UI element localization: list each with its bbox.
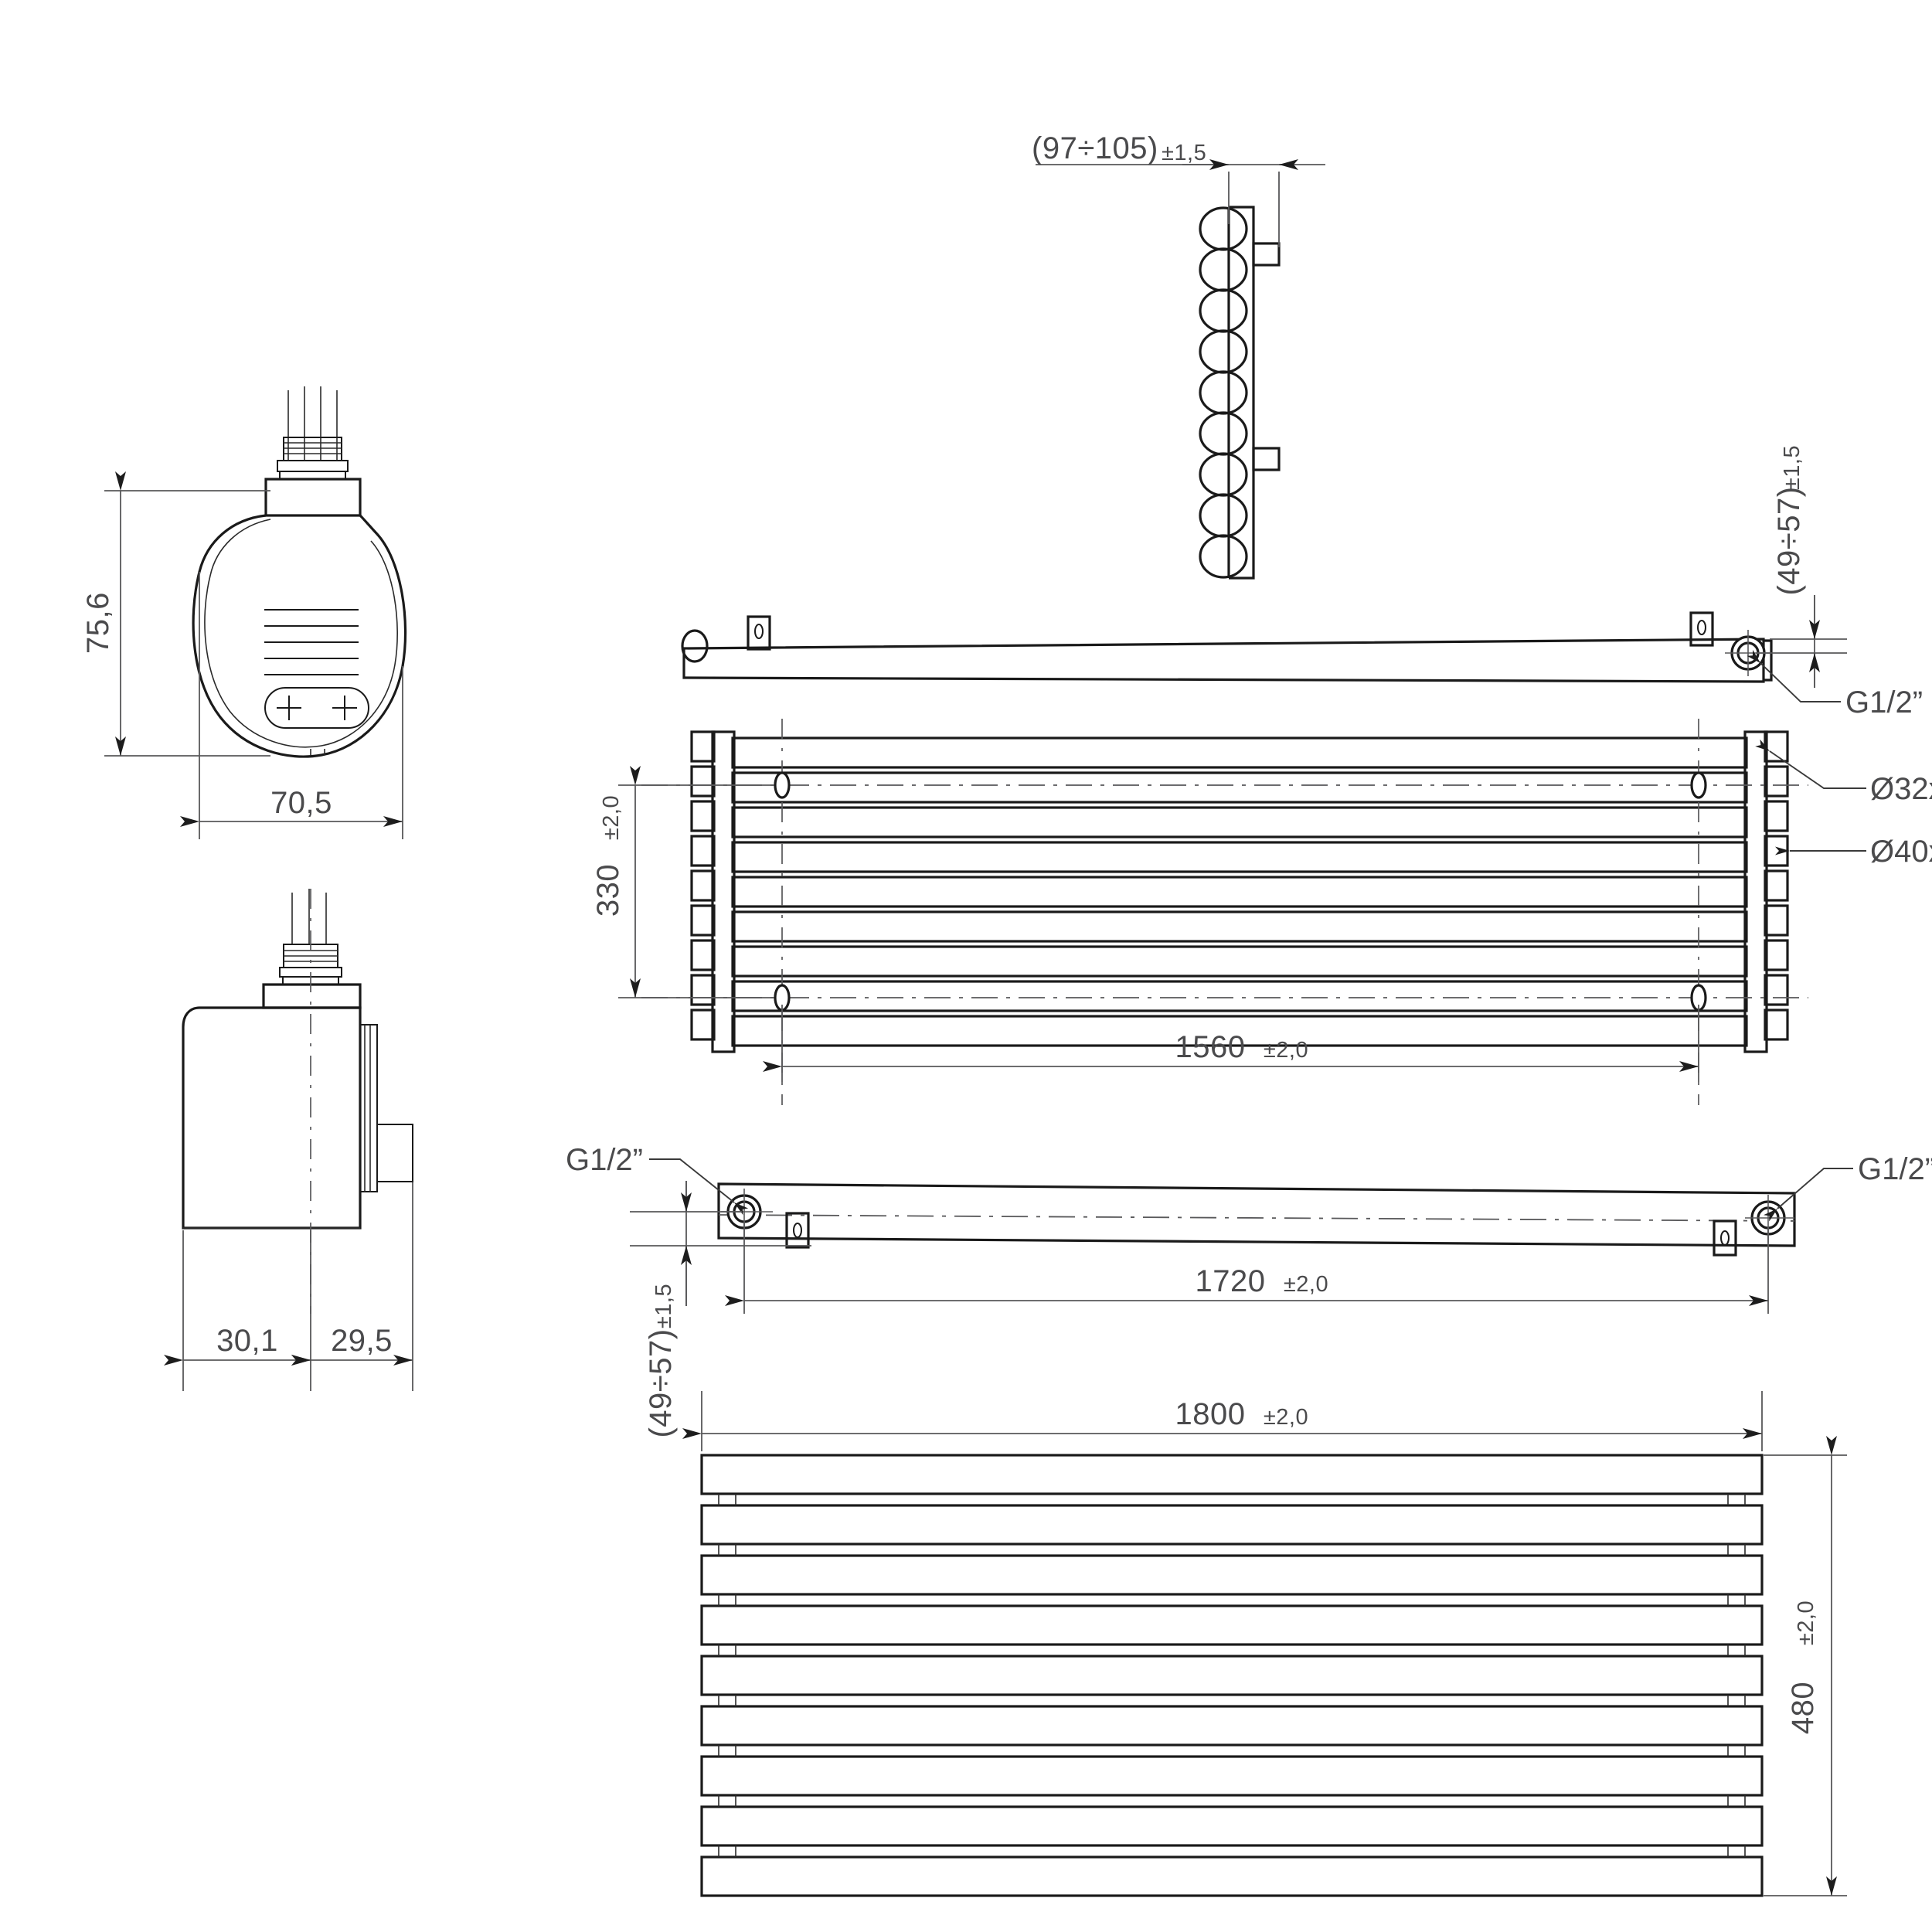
dim-1800-text: 1800 <box>1175 1397 1246 1431</box>
plan-manifold-right <box>1727 1494 1746 1857</box>
vent-grille-icon <box>264 609 359 675</box>
cable-strands <box>287 386 338 461</box>
label-g12-top-right: G1/2” <box>1845 685 1923 719</box>
dim-1800-tol: ±2,0 <box>1264 1405 1308 1430</box>
element-neck-side <box>262 983 362 1009</box>
callout-thread-bottom-left: G1/2” <box>566 1143 749 1216</box>
dimension-radiator-depth: (97÷105) ±1,5 <box>1032 131 1325 247</box>
element-body <box>192 514 407 758</box>
wall-bracket-bottom-left <box>785 1212 810 1249</box>
dim-30-1-text: 30,1 <box>216 1324 278 1358</box>
dimension-head-height: 75,6 <box>81 471 270 757</box>
dim-1560-text: 1560 <box>1175 1030 1246 1064</box>
manifold-right <box>1743 730 1768 1053</box>
plan-slats <box>700 1454 1764 1897</box>
radiator-top-edge-view: G1/2” (49÷57) ±1,5 <box>681 445 1923 719</box>
plus-icon-right[interactable] <box>332 696 357 720</box>
dim-49-57-bottom-text: (49÷57) <box>644 1328 678 1437</box>
dimension-bracket-spacing: 1720 ±2,0 <box>725 1221 1769 1314</box>
rail-end-cap-left <box>681 629 709 663</box>
dim-49-57-top-tol: ±1,5 <box>1780 445 1804 490</box>
bottom-rail <box>717 1182 1796 1247</box>
tube-circles <box>1199 206 1248 579</box>
callout-tube-40: Ø40x1,5 <box>1775 835 1932 869</box>
wall-bracket-stubs <box>1252 242 1281 471</box>
centerline-bottom-rail <box>718 1214 1801 1222</box>
dim-70-5-text: 70,5 <box>270 786 332 820</box>
dim-97-105-text: (97÷105) <box>1032 131 1158 165</box>
label-g12-bottom-right: G1/2” <box>1858 1152 1932 1186</box>
connection-port-bottom-right <box>1745 1195 1794 1243</box>
dimension-overall-depth: 480 ±2,0 <box>1764 1436 1847 1896</box>
callout-thread-bottom-right: G1/2” <box>1764 1152 1932 1222</box>
dim-480-tol: ±2,0 <box>1794 1600 1818 1645</box>
dimension-bottom-connection-offset: (49÷57) ±1,5 <box>630 1181 811 1438</box>
connection-port-bottom-left <box>721 1189 773 1236</box>
label-diam-32: Ø32x2 <box>1870 772 1932 806</box>
label-g12-bottom-left: G1/2” <box>566 1143 643 1177</box>
radiator-side-section-view: (97÷105) ±1,5 <box>1032 131 1325 580</box>
dimension-head-width: 70,5 <box>180 572 403 839</box>
dimension-mount-width: 1560 ±2,0 <box>763 1005 1699 1082</box>
tube-stubs-left <box>690 730 716 1041</box>
dim-75-6-text: 75,6 <box>81 592 115 654</box>
dimension-overall-length: 1800 ±2,0 <box>682 1391 1763 1451</box>
manifold-bar-side <box>1227 206 1255 580</box>
mounting-flange-side <box>359 1024 413 1192</box>
element-tubes <box>731 736 1748 1047</box>
dim-330-tol: ±2,0 <box>599 795 624 840</box>
dim-97-105-tol: ±1,5 <box>1162 141 1206 165</box>
dim-1720-text: 1720 <box>1196 1264 1266 1298</box>
dim-480-text: 480 <box>1786 1682 1820 1734</box>
button-pill[interactable] <box>264 687 369 729</box>
radiator-front-view: Ø32x2 Ø40x1,5 330 ±2,0 1560 ±2,0 <box>591 719 1932 1105</box>
dimension-mount-height: 330 ±2,0 <box>591 766 773 998</box>
dim-49-57-bottom-tol: ±1,5 <box>651 1284 676 1328</box>
tube-stubs-right <box>1764 730 1789 1041</box>
dimension-head-depths: 30,1 29,5 <box>164 1182 413 1391</box>
dim-1560-tol: ±2,0 <box>1264 1038 1308 1063</box>
heating-element-side-view: 30,1 29,5 <box>164 889 413 1391</box>
manifold-left <box>711 730 736 1053</box>
dim-49-57-top-text: (49÷57) <box>1772 486 1806 595</box>
element-body-side <box>182 1006 362 1230</box>
heating-element-front-view: 75,6 70,5 <box>81 386 407 839</box>
dim-29-5-text: 29,5 <box>331 1324 393 1358</box>
dim-330-text: 330 <box>591 864 625 917</box>
plan-manifold-left <box>718 1494 736 1857</box>
radiator-bottom-edge-view: G1/2” G1/2” (49÷57) ±1,5 1720 ±2,0 <box>566 1143 1932 1438</box>
wall-bracket-bottom-right <box>1713 1219 1737 1257</box>
radiator-plan-view: 1800 ±2,0 480 ±2,0 <box>682 1391 1847 1897</box>
cable-strands-side <box>291 889 327 944</box>
dim-1720-tol: ±2,0 <box>1284 1272 1328 1297</box>
label-diam-40: Ø40x1,5 <box>1870 835 1932 869</box>
callout-tube-32: Ø32x2 <box>1755 739 1932 806</box>
element-neck <box>264 478 362 517</box>
plus-icon-left[interactable] <box>277 696 301 720</box>
dimension-top-connection-offset: (49÷57) ±1,5 <box>1756 445 1847 688</box>
cable-gland <box>277 437 349 480</box>
wall-bracket-right <box>1689 611 1714 647</box>
top-rail <box>682 638 1765 683</box>
wall-bracket-left <box>747 615 771 651</box>
callout-thread-top-right: G1/2” <box>1747 649 1923 719</box>
